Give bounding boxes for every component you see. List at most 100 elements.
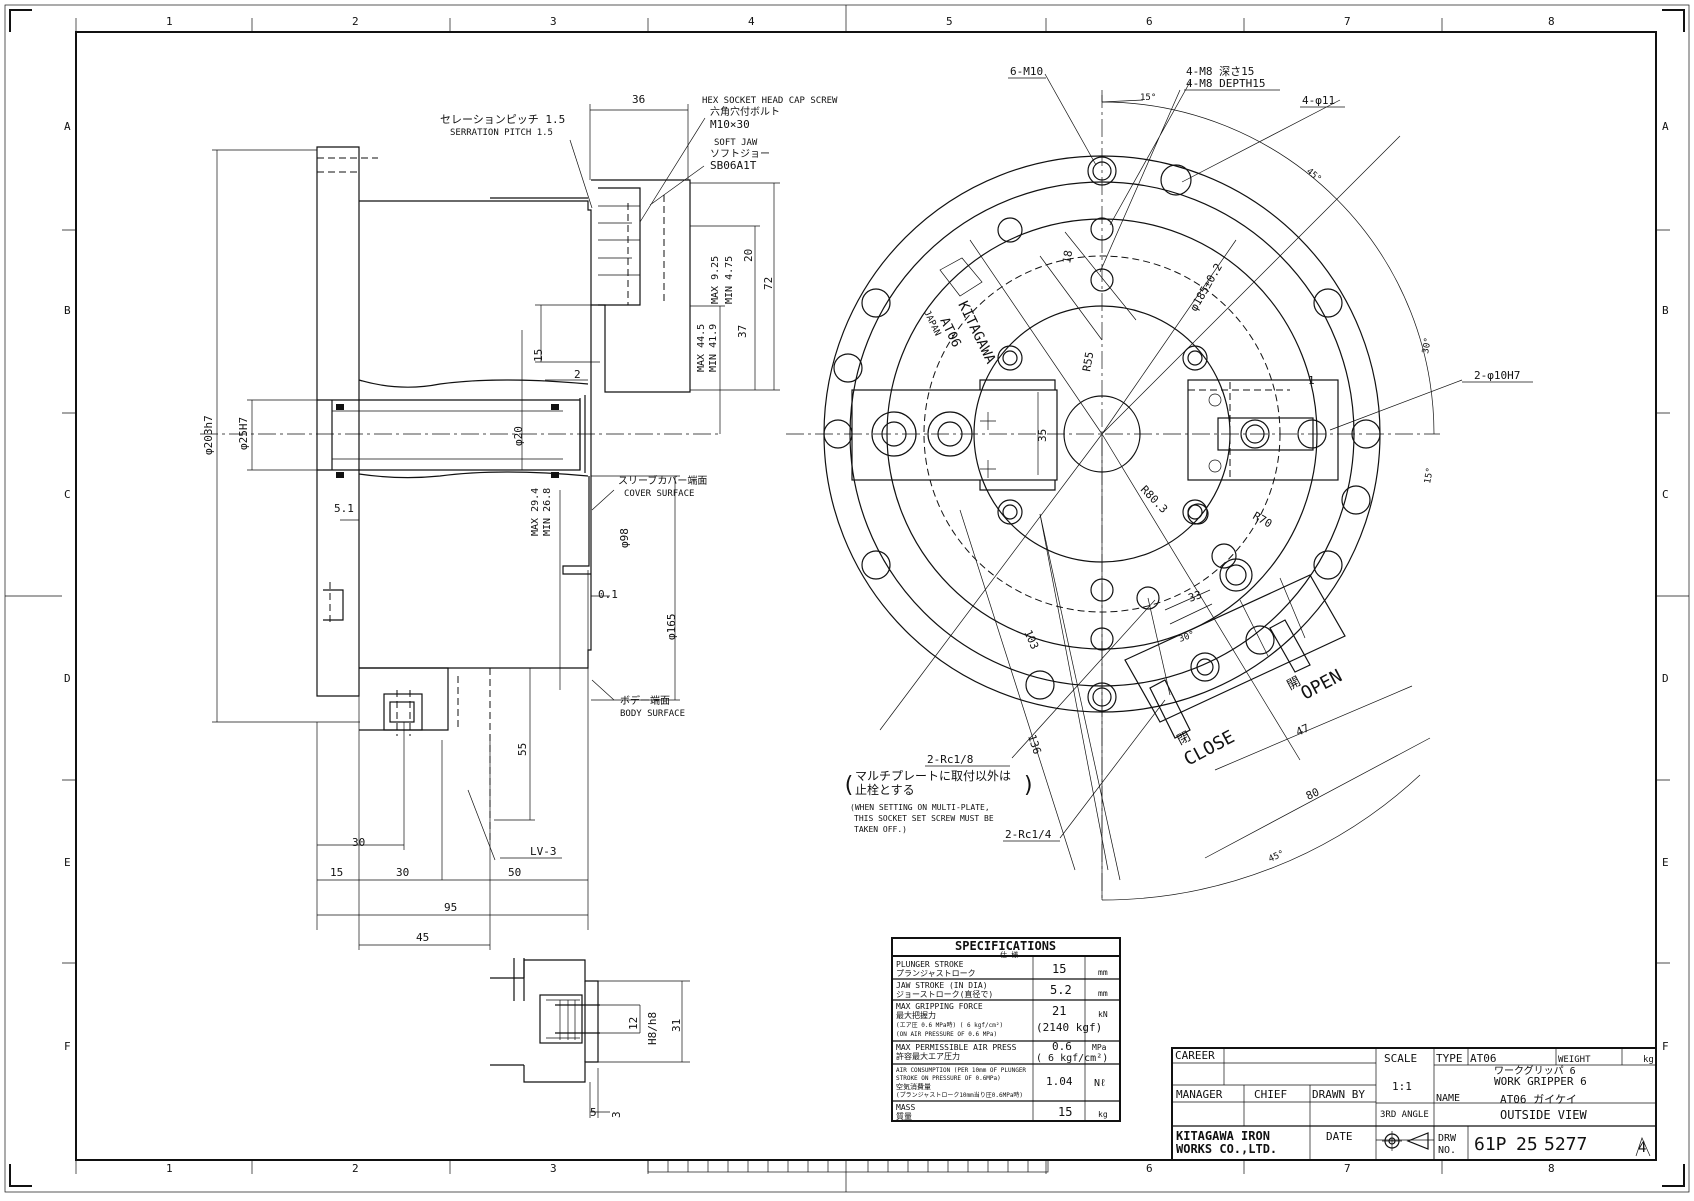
dim-a45b: 45° [1267,849,1286,865]
spec-title: SPECIFICATIONS [955,939,1056,953]
col-label-2: 2 [352,15,359,28]
dim-max445: MAX 44.5 [696,324,707,372]
label-close-jp: 閉 [1175,729,1194,748]
col-label-3: 3 [550,15,557,28]
sheet-frame [4,4,1690,1193]
spec-label-en: PLUNGER STROKE [896,960,964,969]
spec-unit: kN [1098,1010,1108,1019]
dim-h51: 5.1 [334,502,354,515]
dim-h01: 0.1 [598,588,618,601]
tb-type: AT06 [1470,1052,1497,1065]
dim-w30b: 30 [396,866,409,879]
row-label-b-right: B [1662,304,1669,317]
side-view-dimensions: φ203h7 φ25H7 φ20 36 72 20 37 15 2 5.1 0.… [202,93,775,944]
dim-h12: 12 [627,1017,640,1030]
spec-value2: ( 6 kgf/cm²) [1036,1053,1108,1064]
tb-num-2: 25 [1516,1134,1538,1155]
label-lv3: LV-3 [530,845,557,858]
dim-h20: 20 [742,249,755,262]
tb-name-jp: ワークグリッパ 6 [1494,1064,1576,1077]
front-view [786,73,1463,901]
dim-h31: 31 [670,1019,683,1032]
spec-title-jp: 仕 様 [1000,950,1018,959]
spec-unit: kg [1098,1110,1108,1119]
dim-h2: 2 [574,368,581,381]
dim-d1: 1 [1308,374,1315,387]
col-label-6: 6 [1146,15,1153,28]
label-body-jp: ボデー端面 [620,694,670,707]
tb-scale-label: SCALE [1384,1052,1417,1065]
label-serration-en: SERRATION PITCH 1.5 [450,128,553,138]
spec-label-sub2: (プランジャストローク10mm当り圧0.6MPa時) [896,1091,1023,1099]
spec-row: MAX PERMISSIBLE AIR PRESS 許容最大エア圧力 0.6 M… [896,1040,1108,1064]
dim-h37: 37 [736,325,749,338]
specifications-table: SPECIFICATIONS 仕 様 [891,937,1121,1122]
spec-unit: mm [1098,989,1108,998]
dim-a30: 30° [1421,337,1434,355]
title-block-text: CAREER SCALE 1:1 TYPE AT06 WEIGHT kg ワーク… [1175,1049,1654,1156]
dim-a15b: 15° [1423,467,1436,485]
side-view-labels: セレーションピッチ 1.5 SERRATION PITCH 1.5 HEX SO… [440,96,838,859]
row-label-e-right: E [1662,856,1669,869]
dim-a45a: 45° [1304,167,1323,185]
tb-revision: 4 [1638,1140,1646,1156]
spec-label-en: MAX PERMISSIBLE AIR PRESS [896,1043,1017,1052]
spec-row: AIR CONSUMPTION (PER 10mm OF PLUNGER STR… [896,1067,1106,1099]
spec-value: 15 [1058,1105,1072,1119]
row-label-e: E [64,856,71,869]
dim-r55: R55 [1080,351,1096,373]
label-serration-jp: セレーションピッチ 1.5 [440,113,565,126]
label-hex-size: M10×30 [710,118,750,131]
label-h7: 2-φ10H7 [1474,369,1520,382]
title-block [1171,1047,1657,1161]
spec-row: MASS 質量 15 kg [896,1103,1108,1121]
tb-num-1: 61P [1474,1134,1507,1155]
label-m10: 6-M10 [1010,65,1043,78]
label-m8-jp: 4-M8 深さ15 [1186,65,1254,78]
label-multi-en-1: (WHEN SETTING ON MULTI-PLATE, [850,803,990,812]
spec-label-jp: 許容最大エア圧力 [896,1051,960,1061]
dim-w45: 45 [416,931,429,944]
tb-drawn-by: DRAWN BY [1312,1088,1365,1101]
label-phi11: 4-φ11 [1302,94,1335,107]
dim-w15: 15 [330,866,343,879]
row-label-c-right: C [1662,488,1669,501]
dim-r803: R80.3 [1138,483,1170,516]
label-multi-jp-2: 止栓とする [855,782,915,797]
tb-career: CAREER [1175,1049,1215,1062]
label-rc18: 2-Rc1/8 [927,753,973,766]
label-sleeve-en: COVER SURFACE [624,489,694,499]
tb-manager: MANAGER [1176,1088,1223,1101]
spec-value: 21 [1052,1004,1066,1018]
row-label-a-right: A [1662,120,1669,133]
dim-h15: 15 [532,349,545,362]
spec-label-sub1: (エア圧 0.6 MPa時) ( 6 kgf/cm²) [896,1021,1003,1029]
dim-max294: MAX 29.4 [530,488,541,536]
tb-type-label: TYPE [1436,1052,1463,1065]
tb-weight-unit: kg [1643,1055,1654,1065]
spec-label-en: AIR CONSUMPTION (PER 10mm OF PLUNGER [896,1067,1026,1074]
row-label-f: F [64,1040,71,1053]
dim-h55: 55 [516,743,529,756]
col-label-2-bottom: 2 [352,1162,359,1175]
dim-d165: φ165 [665,614,678,641]
tb-company-1: KITAGAWA IRON [1176,1129,1270,1143]
side-view [200,104,780,950]
row-label-d-right: D [1662,672,1669,685]
dim-min475: MIN 4.75 [724,256,735,304]
dim-d33: 33 [1187,588,1204,605]
label-multi-en-2: THIS SOCKET SET SCREW MUST BE [854,814,994,823]
spec-row: JAW STROKE (IN DIA) ジョーストローク(直径で) 5.2 mm [896,981,1108,999]
tb-sub-en: OUTSIDE VIEW [1500,1108,1587,1122]
label-open-jp: 開 [1285,674,1304,693]
dim-w36: 36 [632,93,645,106]
dim-a15a: 15° [1140,93,1156,103]
detail-view [490,958,690,1118]
spec-value: 1.04 [1046,1075,1073,1088]
dim-min419: MIN 41.9 [708,324,719,372]
dim-w95: 95 [444,901,457,914]
label-soft-en: SOFT JAW [714,138,758,148]
spec-unit: mm [1098,968,1108,977]
